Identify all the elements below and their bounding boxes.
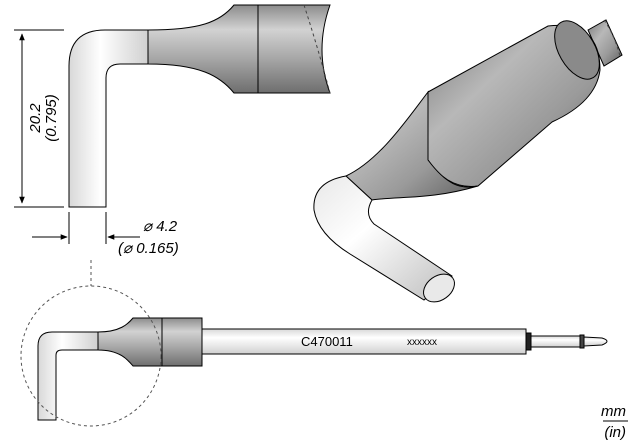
diameter-dimension: ⌀ 4.2 (⌀ 0.165) [32, 212, 179, 257]
units-label: mm (in) [601, 403, 628, 441]
collar [161, 317, 203, 367]
side-view-collar [257, 4, 331, 94]
neck [97, 317, 163, 367]
diameter-dimension-mm: ⌀ 4.2 [143, 218, 178, 235]
length-dimension: 20.2 (0.795) [14, 29, 64, 208]
iso-body-end [554, 20, 600, 80]
side-view [68, 4, 331, 208]
shaft-pointed-end [583, 336, 608, 347]
iso-bent-tip [313, 175, 453, 301]
length-dimension-mm: 20.2 [27, 103, 44, 134]
detail-circle [20, 285, 162, 427]
diameter-dimension-inch: (⌀ 0.165) [118, 240, 179, 257]
side-view-neck [147, 4, 259, 94]
side-view-bent-tip [68, 29, 149, 208]
shaft [201, 328, 527, 355]
unit-mm: mm [601, 403, 626, 420]
iso-neck [345, 90, 479, 201]
shaft-thin-end [530, 335, 581, 348]
isometric-view [313, 19, 623, 303]
full-side-view: C470011 xxxxxx [37, 317, 608, 421]
shaft-end-band [579, 334, 585, 349]
unit-inch: (in) [604, 424, 626, 441]
marking-text: xxxxxx [407, 337, 437, 348]
iso-tip-face [423, 273, 455, 303]
length-dimension-inch: (0.795) [43, 94, 60, 142]
part-number: C470011 [301, 334, 353, 349]
bent-tip [37, 331, 99, 421]
shaft-ring [525, 332, 532, 351]
